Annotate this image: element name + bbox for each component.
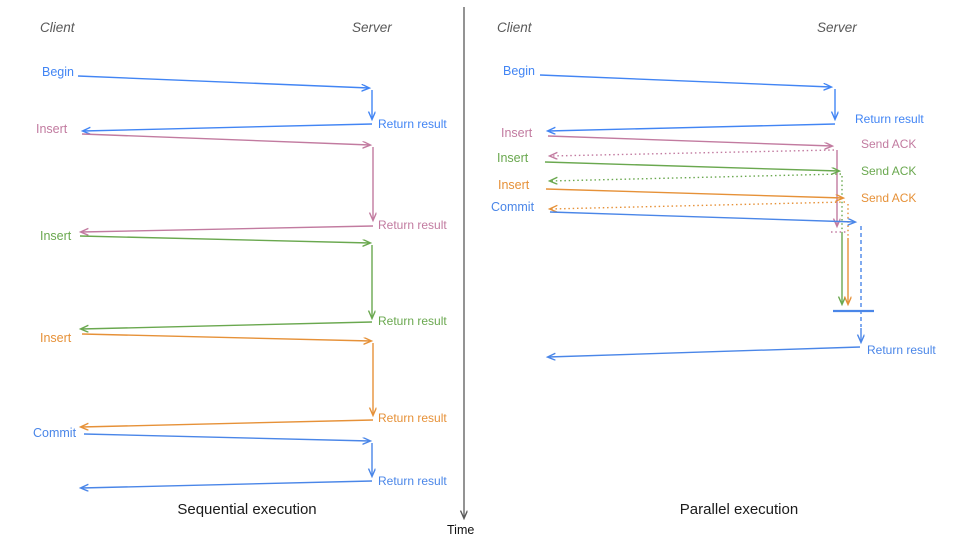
par-return-label-top: Return result (855, 112, 924, 126)
seq-op-insert2-label: Insert (40, 229, 72, 243)
response-line (81, 225, 374, 232)
par-sendack-label-1: Send ACK (861, 137, 917, 151)
request-line (549, 211, 855, 222)
response-line (83, 123, 373, 131)
seq-insert1-flow (81, 133, 374, 232)
seq-return-label-2: Return result (378, 218, 447, 232)
response-line (81, 321, 373, 329)
ack-line (550, 201, 846, 209)
par-op-begin-label: Begin (503, 64, 535, 78)
seq-op-insert3-label: Insert (40, 331, 72, 345)
seq-insert3-flow (81, 333, 374, 427)
seq-begin-flow (77, 75, 373, 131)
request-line (81, 133, 370, 145)
par-op-insert3-label: Insert (498, 178, 530, 192)
par-server-header: Server (817, 20, 857, 35)
response-line (81, 419, 374, 427)
ack-line (550, 149, 835, 156)
par-client-header: Client (497, 20, 532, 35)
seq-op-insert1-label: Insert (36, 122, 68, 136)
seq-title: Sequential execution (177, 501, 317, 518)
seq-return-label-5: Return result (378, 474, 447, 488)
request-line (547, 135, 832, 146)
request-line (545, 188, 843, 198)
par-op-insert1-label: Insert (501, 126, 533, 140)
par-title: Parallel execution (679, 501, 799, 518)
seq-insert2-flow (79, 235, 373, 329)
request-line (79, 235, 370, 243)
response-line (81, 480, 373, 488)
par-insert2-flow (544, 161, 842, 304)
par-sendack-label-2: Send ACK (861, 164, 917, 178)
seq-return-label-1: Return result (378, 117, 447, 131)
request-line (81, 333, 371, 341)
seq-server-header: Server (352, 20, 392, 35)
par-insert3-flow (545, 188, 848, 304)
request-line (83, 433, 370, 441)
request-line (77, 75, 369, 88)
par-insert1-flow (547, 135, 846, 233)
seq-op-begin-label: Begin (42, 65, 74, 79)
seq-commit-flow (81, 433, 373, 488)
seq-client-header: Client (40, 20, 75, 35)
request-line (539, 74, 831, 87)
par-return-label-bottom: Return result (867, 343, 936, 357)
response-line (548, 346, 861, 357)
seq-return-label-3: Return result (378, 314, 447, 328)
seq-op-commit-label: Commit (33, 426, 77, 440)
par-begin-flow (539, 74, 836, 131)
par-op-commit-label: Commit (491, 200, 535, 214)
par-sendack-label-3: Send ACK (861, 191, 917, 205)
par-op-insert2-label: Insert (497, 151, 529, 165)
request-line (544, 161, 839, 171)
time-axis-label: Time (447, 523, 475, 537)
seq-return-label-4: Return result (378, 411, 447, 425)
response-line (548, 123, 836, 131)
par-commit-flow (548, 211, 874, 357)
ack-line (550, 173, 842, 181)
